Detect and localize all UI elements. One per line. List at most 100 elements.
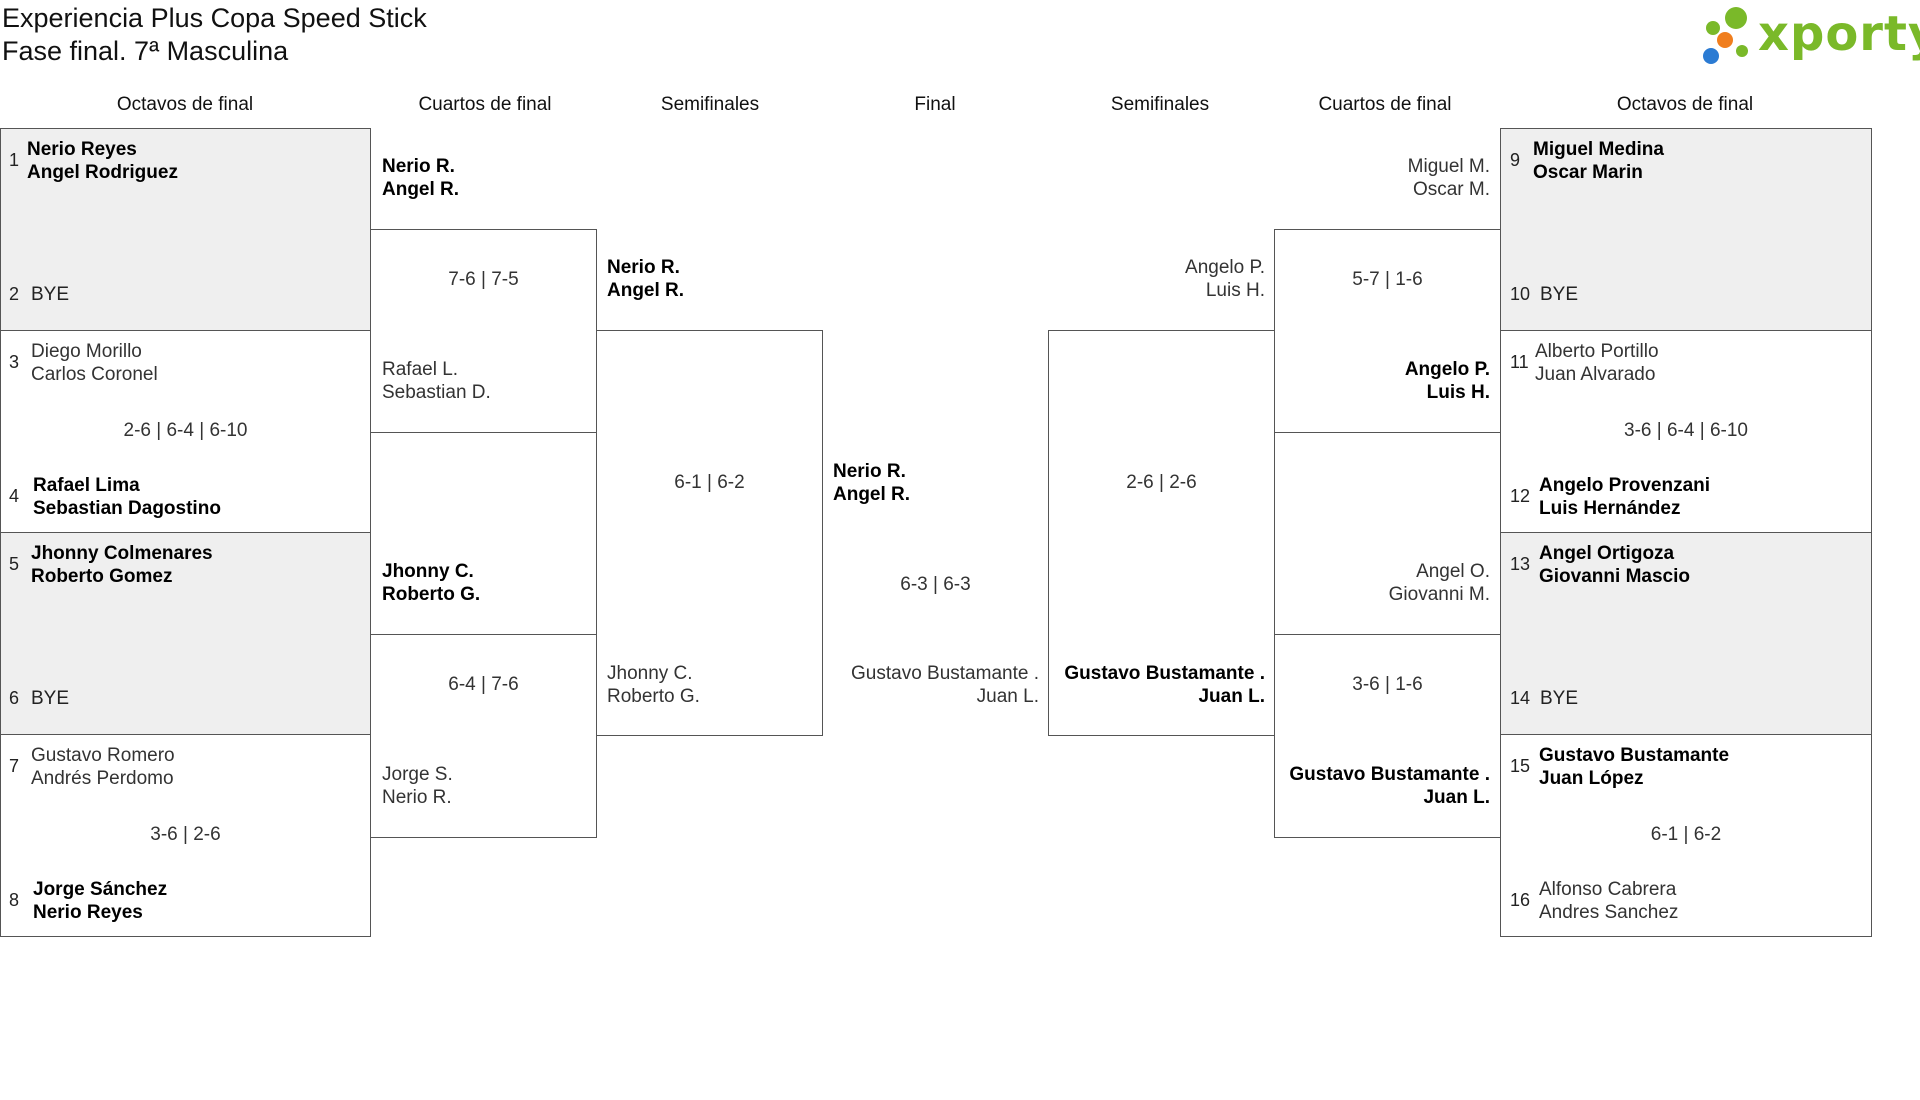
team-player: Nerio R. [382,156,455,177]
match-r16-right-1 [1500,128,1872,331]
seed-number: 5 [9,554,20,574]
team-player: Jhonny C. [607,663,693,684]
bye-label: BYE [1540,688,1579,709]
team-player: Juan Alvarado [1535,364,1656,385]
round-header-right-qf: Cuartos de final [1318,94,1452,115]
match-qf-left-2 [370,634,597,838]
match-score: 7-6 | 7-5 [448,269,519,290]
match-score: 3-6 | 1-6 [1352,674,1423,695]
page-title: Experiencia Plus Copa Speed Stick [2,3,427,33]
logo-text: xporty [1758,6,1920,62]
team-player: Miguel Medina [1533,139,1664,160]
team-player: Juan L. [1423,787,1490,808]
team-player: Angel R. [607,280,685,301]
match-sf-left [596,330,823,736]
team-player: Gustavo Bustamante . [1064,663,1265,684]
match-score: 3-6 | 2-6 [150,824,221,845]
team-player: Sebastian Dagostino [33,498,221,519]
seed-number: 1 [9,150,20,170]
team-player: Nerio R. [607,257,680,278]
team-player: Roberto Gomez [31,566,173,587]
team-player: Angel R. [833,484,911,505]
team-player: Alfonso Cabrera [1539,879,1677,900]
team-player: Nerio Reyes [27,139,137,160]
team-player: Angel Rodriguez [27,162,178,183]
team-player: Giovanni Mascio [1539,566,1690,587]
match-score: 5-7 | 1-6 [1352,269,1423,290]
team-player: Luis Hernández [1539,498,1681,519]
team-player: Angelo P. [1185,257,1265,278]
seed-number: 7 [9,756,20,776]
team-player: Gustavo Bustamante [1539,745,1730,766]
match-r16-right-2 [1500,330,1872,533]
match-qf-left-1 [370,229,597,433]
team-player: Gustavo Romero [31,745,175,766]
team-player: Luis H. [1205,280,1265,301]
team-player: Carlos Coronel [31,364,158,385]
team-player: Jhonny Colmenares [31,543,213,564]
team-player: Roberto G. [382,584,481,605]
team-player: Andrés Perdomo [31,768,174,789]
team-player: Rafael L. [382,359,459,380]
team-player: Diego Morillo [31,341,142,362]
match-score: 2-6 | 6-4 | 6-10 [123,420,248,441]
match-r16-right-3 [1500,532,1872,735]
match-score: 3-6 | 6-4 | 6-10 [1624,420,1748,441]
seed-number: 8 [9,890,20,910]
match-qf-right-1 [1274,229,1501,433]
team-player: Jorge S. [382,764,453,785]
team-player: Angelo Provenzani [1539,475,1711,496]
seed-number: 2 [9,284,20,304]
team-player: Nerio Reyes [33,902,143,923]
seed-number: 3 [9,352,20,372]
round-header-left-r16: Octavos de final [116,94,254,115]
seed-number: 6 [9,688,20,708]
seed-number: 13 [1510,554,1531,574]
team-player: Alberto Portillo [1535,341,1659,362]
team-player: Angelo P. [1404,359,1490,380]
team-player: Rafael Lima [33,475,140,496]
team-player: Sebastian D. [382,382,491,403]
team-player: Angel Ortigoza [1539,543,1675,564]
logo-dots-icon [1703,7,1748,64]
match-score: 6-1 | 6-2 [1650,824,1722,845]
round-header-right-r16: Octavos de final [1616,94,1754,115]
team-player: Gustavo Bustamante . [851,663,1039,684]
seed-number: 10 [1510,284,1531,304]
team-player: Nerio R. [382,787,452,808]
bye-label: BYE [31,688,70,709]
team-player: Gustavo Bustamante . [1289,764,1490,785]
seed-number: 15 [1510,756,1531,776]
team-player: Angel O. [1416,561,1490,582]
team-player: Jorge Sánchez [33,879,168,900]
xporty-logo: xporty [1696,4,1920,66]
team-player: Angel R. [382,179,460,200]
team-player: Roberto G. [607,686,700,707]
team-player: Oscar Marin [1533,162,1643,183]
team-player: Jhonny C. [382,561,474,582]
match-r16-right-4 [1500,734,1872,937]
match-score: 6-4 | 7-6 [448,674,519,695]
team-player: Giovanni M. [1388,584,1490,605]
match-r16-left-1 [0,128,371,331]
seed-number: 14 [1510,688,1531,708]
round-header-left-sf: Semifinales [660,94,760,115]
team-player: Luis H. [1426,382,1490,403]
bye-label: BYE [1540,284,1579,305]
team-player: Miguel M. [1407,156,1490,177]
match-score: 2-6 | 2-6 [1126,472,1197,493]
round-header-left-qf: Cuartos de final [418,94,552,115]
bye-label: BYE [31,284,70,305]
team-player: Juan López [1539,768,1644,789]
team-player: Juan L. [1198,686,1265,707]
seed-number: 16 [1510,890,1531,910]
seed-number: 11 [1510,352,1529,372]
round-header-right-sf: Semifinales [1110,94,1210,115]
round-header-final: Final [914,94,956,115]
seed-number: 12 [1510,486,1531,506]
team-player: Andres Sanchez [1539,902,1679,923]
match-sf-right [1048,330,1275,736]
page-subtitle: Fase final. 7ª Masculina [2,36,289,66]
final-score: 6-3 | 6-3 [900,574,971,595]
match-r16-left-4 [0,734,371,937]
